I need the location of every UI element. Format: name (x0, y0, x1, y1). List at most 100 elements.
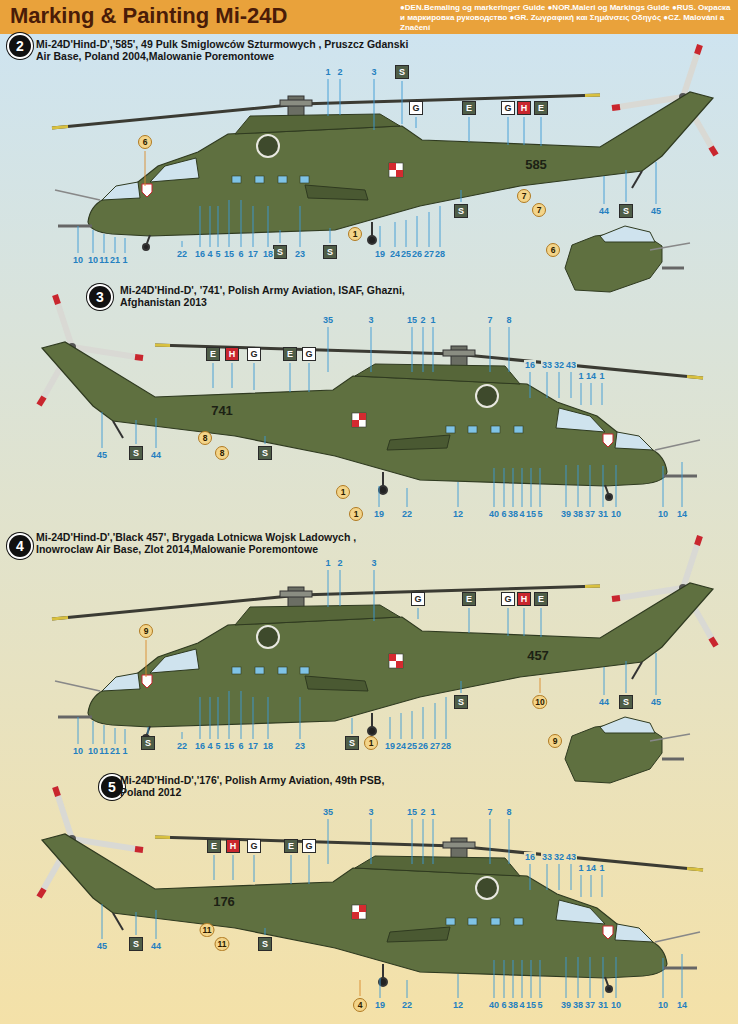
leader-line (352, 718, 353, 734)
callout-number: 26 (411, 249, 423, 259)
leader-line (401, 713, 402, 739)
stencil-box: S (273, 245, 287, 259)
title-text: Marking & Painting Mi-24D (10, 3, 287, 29)
leader-line (547, 864, 548, 890)
callout-number: 2 (419, 315, 426, 325)
leader-line (559, 372, 560, 398)
leader-line (513, 468, 514, 507)
node-text: 5 (108, 779, 116, 795)
callout-number: 22 (176, 741, 188, 751)
leader-line (571, 372, 572, 398)
decal-callout: 10 (532, 695, 547, 709)
callout-number: 4 (206, 249, 213, 259)
callout-number: 38 (572, 509, 584, 519)
node-text: S (349, 738, 355, 748)
leader-line (417, 216, 418, 247)
leader-line (146, 640, 147, 677)
leader-line (268, 697, 269, 739)
leader-line (390, 717, 391, 739)
leader-line (328, 79, 329, 116)
decal-callout: 9 (548, 734, 562, 748)
node-text: H (230, 841, 237, 851)
node-text: 6 (551, 245, 556, 255)
leader-line (524, 608, 525, 636)
callout-number: 10 (657, 1000, 669, 1010)
leader-line (440, 206, 441, 247)
node-text: G (412, 103, 419, 113)
callout-number: 10 (72, 255, 84, 265)
leader-line (412, 327, 413, 372)
leader-line (340, 79, 341, 115)
leader-line (136, 912, 137, 935)
leader-line (102, 412, 103, 448)
profile-badge: 3 (89, 286, 111, 308)
callout-number: 38 (572, 1000, 584, 1010)
callout-number: 17 (247, 741, 259, 751)
node-text: E (287, 349, 293, 359)
leader-line (379, 486, 380, 507)
leader-line (490, 819, 491, 864)
serial-number: 176 (213, 894, 235, 909)
leader-line (616, 465, 617, 507)
callout-number: 12 (452, 1000, 464, 1010)
callout-number: 1 (121, 255, 128, 265)
callout-number: 2 (419, 807, 426, 817)
callout-number: 35 (322, 315, 334, 325)
leader-line (232, 363, 233, 388)
stencil-box: S (141, 736, 155, 750)
leader-line (380, 978, 381, 998)
stencil-box: S (129, 446, 143, 460)
leader-line (508, 608, 509, 636)
callout-number: 19 (373, 509, 385, 519)
leader-line (591, 383, 592, 405)
stencil-box: S (619, 204, 633, 218)
node-text: S (327, 247, 333, 257)
leader-line (253, 206, 254, 247)
leader-line (328, 327, 329, 372)
node-text: 4 (358, 1000, 363, 1010)
callout-number: 5 (214, 741, 221, 751)
leader-line (433, 819, 434, 864)
stencil-box: S (258, 446, 272, 460)
callout-number: 23 (294, 741, 306, 751)
stencil-box: H (225, 347, 239, 361)
stencil-box: S (258, 937, 272, 951)
decal-callout: 1 (364, 736, 378, 750)
callout-number: 22 (401, 509, 413, 519)
callout-number: 1 (598, 371, 605, 381)
node-text: E (288, 841, 294, 851)
node-text: G (504, 594, 511, 604)
leader-line (656, 653, 657, 695)
callout-number: 19 (374, 1000, 386, 1010)
leader-line (504, 468, 505, 507)
callout-number: 5 (536, 509, 543, 519)
callout-number: 6 (237, 249, 244, 259)
callout-number: 28 (440, 741, 452, 751)
node-text: 1 (354, 509, 359, 519)
leader-line (233, 855, 234, 880)
profile-badge: 5 (101, 776, 123, 798)
decal-callout: 4 (353, 998, 367, 1012)
leader-line (93, 230, 94, 253)
leader-line (663, 466, 664, 507)
callout-number: 23 (294, 249, 306, 259)
leader-line (566, 465, 567, 507)
leader-line (300, 206, 301, 247)
callout-number: 44 (150, 450, 162, 460)
leader-line (406, 220, 407, 247)
leader-line (291, 855, 292, 884)
node-text: H (521, 594, 528, 604)
node-text: S (145, 738, 151, 748)
callout-number: 21 (109, 255, 121, 265)
stencil-box: E (284, 839, 298, 853)
title-band (0, 0, 738, 34)
callout-number: 8 (505, 315, 512, 325)
leader-line (626, 170, 627, 202)
leader-line (603, 957, 604, 998)
callout-number: 22 (401, 1000, 413, 1010)
callout-number: 39 (560, 509, 572, 519)
leader-line (265, 436, 266, 444)
leader-line (136, 420, 137, 444)
leader-line (626, 661, 627, 693)
callout-number: 1 (429, 315, 436, 325)
